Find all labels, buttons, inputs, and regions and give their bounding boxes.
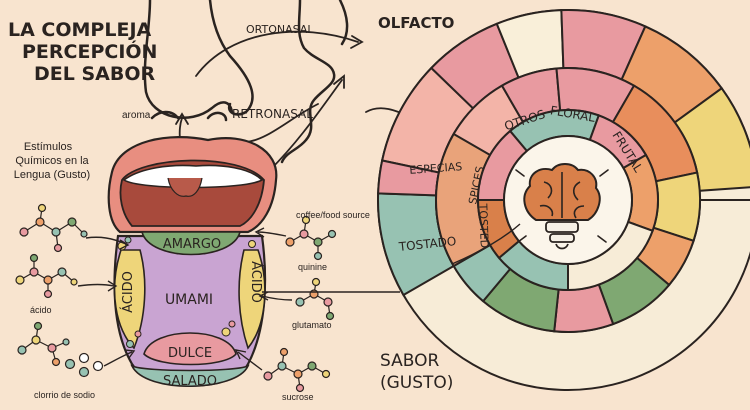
label-glutamato: glutamato	[292, 320, 332, 330]
label-molecule-acido: ácido	[30, 305, 52, 315]
nostril-right	[206, 111, 228, 122]
ortonasal-arrow	[195, 30, 359, 77]
molecule-left-top	[19, 203, 88, 253]
arrowhead-amargo	[119, 239, 130, 250]
arrow-molecule-to-salado	[103, 351, 133, 367]
sabor-line-1: SABOR	[380, 351, 439, 371]
zone-amargo	[140, 231, 242, 256]
molecule-acido	[15, 253, 78, 299]
label-olfacto: OLFACTO	[378, 14, 454, 32]
label-umami: UMAMI	[165, 292, 213, 308]
zone-salado	[130, 364, 250, 387]
taste-bud-5	[228, 320, 236, 328]
uvula	[167, 177, 203, 197]
face-outline	[143, 0, 349, 164]
molecule-quinine	[285, 215, 337, 261]
label-acido-left: ÁCIDO	[120, 271, 136, 313]
aroma-arrowhead	[175, 112, 189, 125]
title-line-1: LA COMPLEJA	[8, 19, 152, 41]
tongue-labels: AMARGO UMAMI DULCE SALADO ÁCIDO ÁCIDO	[120, 237, 264, 389]
molecule-glutamato	[295, 277, 335, 321]
label-salado: SALADO	[163, 374, 217, 389]
nose-labels: ORTONASAL OLFACTO RETRONASAL aroma	[122, 14, 454, 121]
taste-bud-6	[134, 330, 142, 338]
arrowhead-quinine	[254, 227, 265, 238]
label-quinine: quinine	[298, 262, 327, 272]
page-title: LA COMPLEJA PERCEPCIÓN DEL SABOR	[8, 19, 157, 85]
note-line-2: Químicos en la	[15, 155, 89, 167]
label-retronasal: RETRONASAL	[232, 107, 313, 121]
mouth	[107, 136, 278, 234]
retronasal-arrowhead	[333, 74, 345, 89]
arrow-glutamato	[261, 295, 293, 301]
label-acido-right: ÁCIDO	[248, 261, 264, 303]
note-line-3: Lengua (Gusto)	[14, 169, 90, 181]
note-line-1: Estímulos	[24, 141, 73, 153]
label-molecule-cloruro: clorrio de sodio	[34, 390, 95, 400]
taste-bud-2	[124, 236, 132, 244]
sabor-label: SABOR (GUSTO)	[380, 351, 453, 393]
brain-pointer-line	[451, 223, 521, 265]
brain-lightbulb-icon	[515, 163, 609, 250]
tongue-note: Estímulos Químicos en la Lengua (Gusto)	[14, 141, 90, 181]
label-coffee: coffee/food source	[296, 210, 370, 220]
nose-left-profile	[143, 0, 234, 119]
label-tostado: TOSTADO	[397, 234, 457, 254]
arrow-molecule-to-acido	[77, 283, 115, 287]
taste-bud-3	[248, 240, 256, 248]
arrowhead-sucrose	[234, 349, 247, 360]
tongue	[113, 231, 267, 387]
nostril-left	[150, 110, 180, 120]
taste-bud-4	[221, 327, 231, 337]
nose-bridge	[208, 0, 254, 116]
sabor-line-2: (GUSTO)	[380, 373, 453, 393]
arrow-sucrose	[237, 351, 263, 371]
arrow-quinine-to-amargo	[257, 231, 287, 237]
arrow-molecule-to-amargo	[85, 236, 127, 245]
zone-acido-right	[238, 249, 266, 350]
label-amargo: AMARGO	[163, 237, 221, 252]
retronasal-arrow-2	[245, 103, 319, 143]
face-upper-right	[338, 0, 349, 46]
title-line-3: DEL SABOR	[34, 63, 155, 85]
retronasal-arrow	[269, 79, 343, 171]
arrowhead-glutamato	[258, 291, 269, 301]
arrowhead-acido	[107, 280, 118, 292]
title-line-2: PERCEPCIÓN	[22, 39, 157, 63]
label-especias: ESPECIAS	[409, 160, 463, 177]
arrowhead-salado	[124, 349, 136, 359]
ortonasal-arrowhead	[350, 35, 364, 49]
label-aroma: aroma	[122, 110, 151, 121]
label-sucrose: sucrose	[282, 392, 314, 402]
molecule-sucrose	[263, 347, 331, 393]
flavor-wheel	[377, 8, 750, 391]
zone-dulce	[143, 332, 237, 366]
label-ortonasal: ORTONASAL	[246, 23, 314, 36]
label-tosted: TOSTED	[476, 202, 491, 248]
face-right-profile	[280, 0, 336, 164]
taste-bud-7	[126, 340, 134, 348]
label-dulce: DULCE	[168, 346, 212, 361]
molecule-cloruro	[17, 321, 104, 378]
